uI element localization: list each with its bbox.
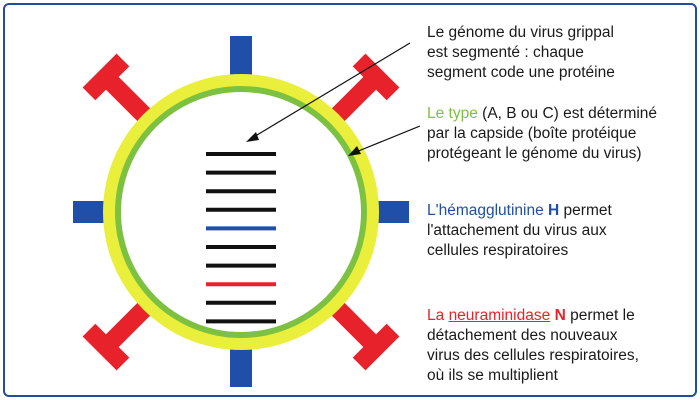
neuraminidase-caption-line-4: où ils se multiplient <box>427 367 558 384</box>
genome-caption-line-3: segment code une protéine <box>427 64 615 81</box>
neuraminidase-caption: La neuraminidase N permet le détachement… <box>427 306 639 386</box>
hemagglutinin-caption-line-1: L'hémagglutinine H permet <box>427 201 612 221</box>
hemagglutinin-highlight: L'hémagglutinine <box>427 202 549 219</box>
type-caption-line-2: par la capside (boîte protéique <box>427 125 637 142</box>
genome-pointer-arrowhead <box>246 132 259 142</box>
genome-caption: Le génome du virus grippal est segmenté … <box>427 23 615 83</box>
capsid-pointer-arrowhead <box>348 146 361 156</box>
pointer-arrows <box>246 42 421 156</box>
genome-pointer-line <box>251 42 411 139</box>
hemagglutinin-letter: H <box>548 202 560 219</box>
hemagglutinin-spike-top <box>230 36 252 86</box>
neuraminidase-spike-top-right <box>327 53 400 126</box>
type-caption: Le type (A, B ou C) est déterminé par la… <box>427 104 657 164</box>
neuraminidase-spike-bottom-right <box>327 298 400 371</box>
neuraminidase-line-1-rest: permet le <box>565 307 635 324</box>
virus-interior <box>121 92 361 332</box>
neuraminidase-caption-line-3: virus des cellules respiratoires, <box>427 347 639 364</box>
hemagglutinin-caption: L'hémagglutinine H permet l'attachement … <box>427 201 612 261</box>
type-caption-line-3: protégeant le génome du virus) <box>427 145 642 162</box>
type-line-1-rest: (A, B ou C) est déterminé <box>477 105 658 122</box>
hemagglutinin-line-1-rest: permet <box>559 202 612 219</box>
capsid-pointer-line <box>355 125 421 153</box>
type-caption-line-1: Le type (A, B ou C) est déterminé <box>427 104 657 124</box>
hemagglutinin-caption-line-3: cellules respiratoires <box>427 242 569 259</box>
neuraminidase-caption-line-2: détachement des nouveaux <box>427 327 618 344</box>
neuraminidase-caption-line-1: La neuraminidase N permet le <box>427 306 639 326</box>
neuraminidase-letter: N <box>554 307 566 324</box>
neuraminidase-spikes <box>82 53 400 371</box>
genome-caption-line-2: est segmenté : chaque <box>427 44 584 61</box>
neuraminidase-spike-bottom-left <box>82 298 155 371</box>
neuraminidase-spike-top-left <box>82 53 155 126</box>
genome-caption-line-1: Le génome du virus grippal <box>427 24 614 41</box>
hemagglutinin-caption-line-2: l'attachement du virus aux <box>427 222 607 239</box>
type-highlight: Le type <box>427 105 478 122</box>
neuraminidase-highlight: neuraminidase <box>448 307 551 324</box>
genome-segments <box>206 152 276 324</box>
neuraminidase-prefix: La <box>427 307 449 324</box>
